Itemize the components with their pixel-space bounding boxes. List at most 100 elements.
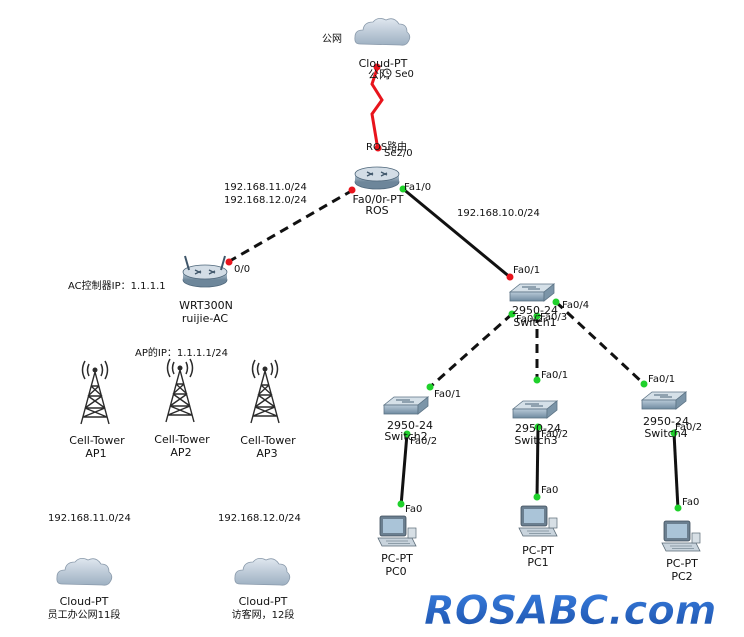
port-label-sw2-fa01: Fa0/1 xyxy=(434,389,461,400)
sw3-type: 2950-24 xyxy=(515,422,561,435)
ap2-name: AP2 xyxy=(170,446,191,459)
note-ap-ip: AP的IP：1.1.1.1/24 xyxy=(135,346,228,359)
watermark-text: ROSABC.com xyxy=(424,588,716,634)
port-label-ros-fa10: Fa1/0 xyxy=(404,182,431,193)
switch-icon-4[interactable] xyxy=(641,391,687,410)
wireless-router-icon-ac[interactable] xyxy=(182,255,228,288)
cell-tower-icon-ap2[interactable] xyxy=(165,358,195,423)
router-icon-ros[interactable] xyxy=(354,166,400,190)
link-switch4-pc2[interactable] xyxy=(672,432,680,510)
ros-name: ROS xyxy=(365,204,388,217)
port-label-pc0-fa0: Fa0 xyxy=(405,504,422,515)
ap2-type: Cell-Tower xyxy=(154,433,210,446)
sw3-name: Switch3 xyxy=(514,434,557,447)
cloud-top-type: Cloud-PT xyxy=(359,57,408,70)
sw2-type: 2950-24 xyxy=(387,419,433,432)
pc0-name: PC0 xyxy=(385,565,406,578)
port-dot-sw2-fa01 xyxy=(426,383,434,391)
port-dot-sw1-fa03 xyxy=(533,312,541,320)
port-dot-pc2-fa0 xyxy=(674,504,682,512)
note-ac-ip: AC控制器IP：1.1.1.1 xyxy=(68,279,166,292)
port-dot-sw1-fa04 xyxy=(552,298,560,306)
port-label-pc1-fa0: Fa0 xyxy=(541,485,558,496)
ap3-type: Cell-Tower xyxy=(240,434,296,447)
ac-name: ruijie-AC xyxy=(182,312,228,325)
sw4-name: Switch4 xyxy=(644,427,687,440)
port-dot-ros-fa10 xyxy=(399,185,407,193)
port-dot-pc1-fa0 xyxy=(533,493,541,501)
clock-icon xyxy=(382,68,392,78)
port-dot-sw4-fa02 xyxy=(670,429,678,437)
cloud-icon-guest[interactable] xyxy=(234,558,291,586)
net-label-11-bottom: 192.168.11.0/24 xyxy=(48,513,131,524)
link-switch1-switch2[interactable] xyxy=(429,312,513,389)
net-label-10: 192.168.10.0/24 xyxy=(457,208,540,219)
switch-icon-3[interactable] xyxy=(512,400,558,419)
sw1-type: 2950-24 xyxy=(512,304,558,317)
port-dot-sw4-fa01 xyxy=(640,380,648,388)
port-dot-sw1-fa02 xyxy=(508,310,516,318)
link-switch3-pc1[interactable] xyxy=(535,426,540,499)
port-indicators xyxy=(225,63,682,512)
port-label-sw1-fa04: Fa0/4 xyxy=(562,300,589,311)
pc-icon-2[interactable] xyxy=(661,520,701,552)
sw2-name: Switch2 xyxy=(384,430,427,443)
cloud-icon-internet[interactable] xyxy=(354,17,411,46)
pc2-type: PC-PT xyxy=(666,557,698,570)
net-label-12-bottom: 192.168.12.0/24 xyxy=(218,513,301,524)
ap3-name: AP3 xyxy=(256,447,277,460)
ros-type: Fa0/0r-PT xyxy=(353,193,404,206)
port-dot-sw3-fa02 xyxy=(534,423,542,431)
note-ros-top: ROS路由 xyxy=(366,140,407,153)
net-label-12-top: 192.168.12.0/24 xyxy=(224,195,307,206)
cloud-guest-name: 访客网，12段 xyxy=(232,608,295,621)
pc-icon-1[interactable] xyxy=(518,505,558,537)
switch-icon-2[interactable] xyxy=(383,396,429,415)
pc1-name: PC1 xyxy=(527,556,548,569)
cell-tower-icon-ap3[interactable] xyxy=(250,359,280,424)
ac-type: WRT300N xyxy=(179,299,233,312)
cell-tower-icon-ap1[interactable] xyxy=(80,360,110,425)
sw1-name: Switch1 xyxy=(513,316,556,329)
ap1-name: AP1 xyxy=(85,447,106,460)
cloud-staff-name: 员工办公网11段 xyxy=(48,608,121,621)
pc2-name: PC2 xyxy=(671,570,692,583)
pc-icon-0[interactable] xyxy=(377,515,417,547)
port-dot-ac xyxy=(225,258,233,266)
link-ros-ac[interactable] xyxy=(227,188,354,264)
port-label-sw4-fa02: Fa0/2 xyxy=(675,422,702,433)
note-internet: 公网 xyxy=(322,33,342,45)
port-dot-pc0-fa0 xyxy=(397,500,405,508)
link-switch2-pc0[interactable] xyxy=(399,433,409,507)
sw4-type: 2950-24 xyxy=(643,415,689,428)
port-label-sw2-fa02: Fa0/2 xyxy=(410,436,437,447)
port-label-sw1-fa03: Fa0/3 xyxy=(540,312,567,323)
port-label-pc2-fa0: Fa0 xyxy=(682,497,699,508)
cloud-guest-type: Cloud-PT xyxy=(239,595,288,608)
port-dot-ros-fa00 xyxy=(348,186,356,194)
port-label-sw3-fa02: Fa0/2 xyxy=(541,429,568,440)
switch-icon-1[interactable] xyxy=(509,283,555,302)
link-switch1-switch4[interactable] xyxy=(554,300,646,386)
port-label-sw4-fa01: Fa0/1 xyxy=(648,374,675,385)
cloud-staff-type: Cloud-PT xyxy=(60,595,109,608)
port-dot-ros-se xyxy=(374,144,382,152)
port-dot-sw1-fa01 xyxy=(506,273,514,281)
port-label-ros-se: Se2/0 xyxy=(384,148,413,159)
net-label-11-top: 192.168.11.0/24 xyxy=(224,182,307,193)
links xyxy=(227,65,680,510)
port-dot-cloud-se0 xyxy=(373,63,381,71)
port-label-sw3-fa01: Fa0/1 xyxy=(541,370,568,381)
link-ros-switch1[interactable] xyxy=(401,186,512,280)
cloud-icon-staff[interactable] xyxy=(56,558,113,586)
serial-link-cloud-ros[interactable] xyxy=(370,65,384,151)
ap1-type: Cell-Tower xyxy=(69,434,125,447)
pc0-type: PC-PT xyxy=(381,552,413,565)
port-label-cloud-se0: Se0 xyxy=(395,69,414,80)
pc1-type: PC-PT xyxy=(522,544,554,557)
port-label-ac-00: 0/0 xyxy=(234,264,250,275)
port-label-sw1-fa02: Fa0/2 xyxy=(516,314,543,325)
port-dot-sw3-fa01 xyxy=(533,376,541,384)
port-label-sw1-fa01: Fa0/1 xyxy=(513,265,540,276)
